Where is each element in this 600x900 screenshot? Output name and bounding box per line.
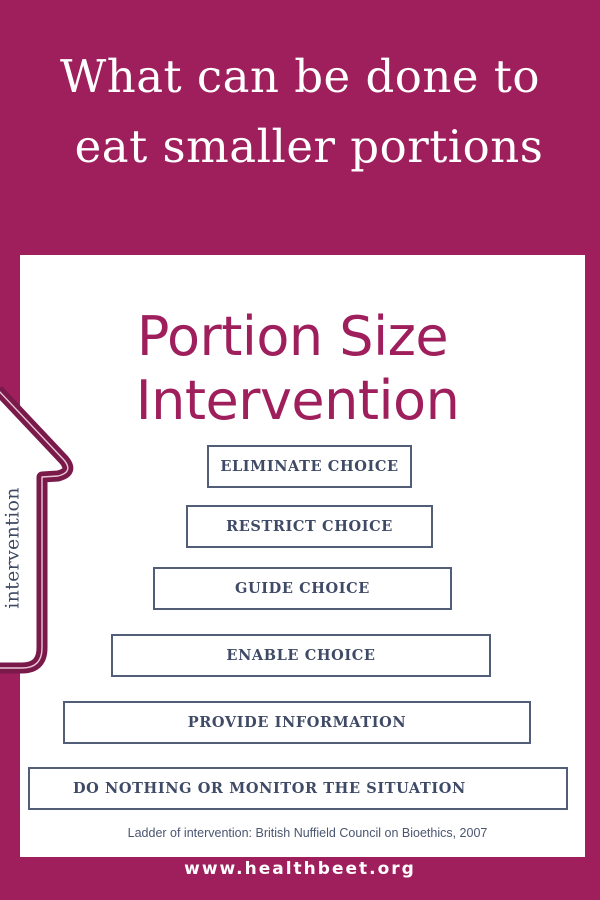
ladder-rung-eliminate-choice: ELIMINATE CHOICE <box>207 445 412 488</box>
card-title-line-1: Portion Size <box>136 304 449 368</box>
infographic-card <box>20 255 585 857</box>
headline-line-2: eat smaller portions <box>74 120 544 174</box>
ladder-rung-enable-choice: ENABLE CHOICE <box>111 634 491 677</box>
ladder-rung-restrict-choice: RESTRICT CHOICE <box>186 505 433 548</box>
source-caption: Ladder of intervention: British Nuffield… <box>127 826 488 840</box>
card-title-line-2: Intervention <box>135 368 460 432</box>
arrow-label: intervention <box>1 487 24 609</box>
footer-website-link[interactable]: www.healthbeet.org <box>184 859 416 879</box>
ladder-rung-do-nothing: DO NOTHING OR MONITOR THE SITUATION <box>28 767 568 810</box>
ladder-rung-guide-choice: GUIDE CHOICE <box>153 567 452 610</box>
headline-line-1: What can be done to <box>59 50 540 104</box>
card-title: Portion Size Intervention <box>20 305 585 433</box>
ladder-rung-provide-information: PROVIDE INFORMATION <box>63 701 531 744</box>
headline: What can be done to eat smaller portions <box>0 42 600 182</box>
up-arrow-icon <box>0 386 74 674</box>
